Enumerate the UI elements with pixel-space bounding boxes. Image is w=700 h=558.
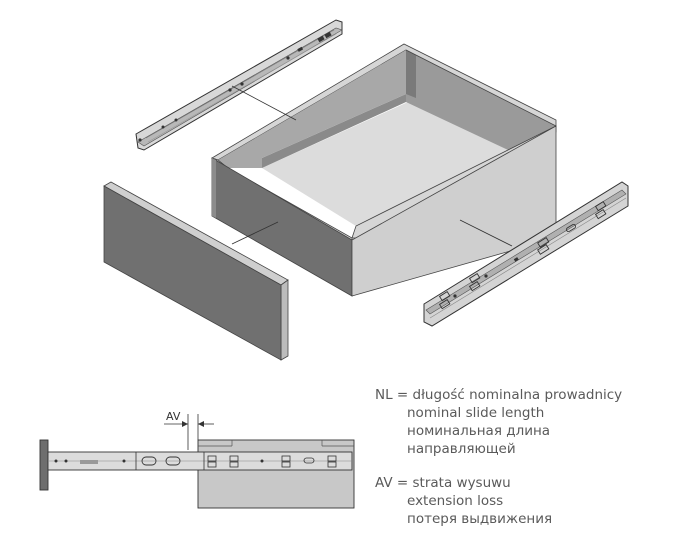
legend-nominal-length: NL = długość nominalna prowadnicy nomina… [375, 386, 622, 458]
legend-av-label: AV = [375, 475, 409, 491]
av-dimension-label: AV [166, 410, 181, 423]
legend-nl-line-4: направляющей [407, 441, 516, 457]
side-elevation-drawing: AV [39, 410, 355, 509]
legend-nl-line-1: długość nominalna prowadnicy [412, 387, 623, 403]
legend-nl-line-3: номинальная длина [407, 423, 551, 439]
top-left-slide-rail [135, 19, 343, 151]
drawer-front-panel [103, 181, 289, 361]
drawer-box [211, 43, 557, 297]
legend-av-line-3: потеря выдвижения [407, 511, 553, 527]
legend-extension-loss: AV = strata wysuwu extension loss потеря… [375, 474, 552, 528]
legend-nl-line-2: nominal slide length [407, 405, 545, 421]
right-slide-rail [423, 181, 629, 327]
legend-nl-label: NL = [375, 387, 409, 403]
legend-av-line-1: strata wysuwu [412, 475, 511, 491]
assembly-leader-lines [231, 85, 513, 247]
legend-av-line-2: extension loss [407, 493, 504, 509]
